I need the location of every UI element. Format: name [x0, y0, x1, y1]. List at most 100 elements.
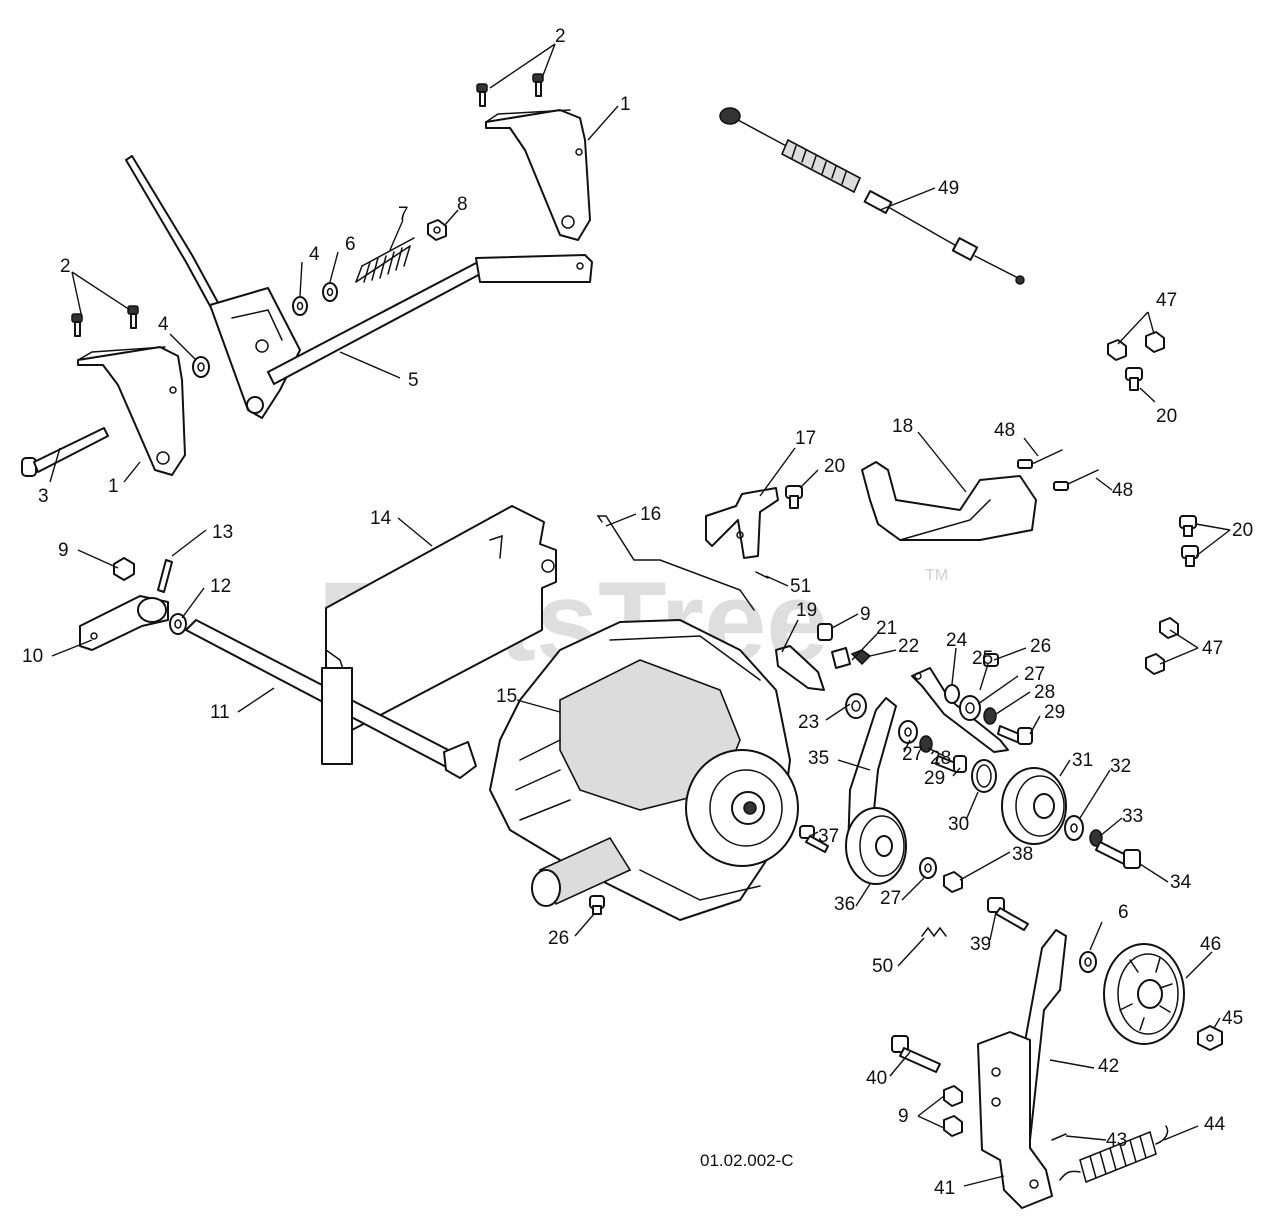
part-washer-6a[interactable]	[322, 282, 338, 302]
part-spring-44[interactable]	[1059, 1125, 1169, 1183]
callout-1[interactable]: 1	[108, 476, 119, 497]
callout-37[interactable]: 37	[818, 826, 839, 847]
callout-10[interactable]: 10	[22, 646, 43, 667]
callout-21[interactable]: 21	[876, 618, 897, 639]
callout-29[interactable]: 29	[1044, 702, 1065, 723]
part-nuts-47-top[interactable]	[1107, 331, 1165, 361]
callout-12[interactable]: 12	[210, 576, 231, 597]
part-bracket-19[interactable]	[775, 645, 825, 691]
part-bolts-20-right[interactable]	[1179, 515, 1199, 567]
part-bracket-lower[interactable]	[77, 346, 186, 476]
callout-20[interactable]: 20	[1156, 406, 1177, 427]
part-clip-50[interactable]	[921, 926, 947, 938]
part-pulley-36[interactable]	[845, 807, 907, 885]
part-washer-27c[interactable]	[919, 857, 937, 879]
callout-42[interactable]: 42	[1098, 1056, 1119, 1077]
callout-36[interactable]: 36	[834, 894, 855, 915]
part-bolt-39[interactable]	[987, 897, 1029, 931]
part-screws-lower[interactable]	[71, 305, 139, 337]
callout-45[interactable]: 45	[1222, 1008, 1243, 1029]
part-nut-45[interactable]	[1197, 1025, 1223, 1051]
callout-13[interactable]: 13	[212, 522, 233, 543]
callout-33[interactable]: 33	[1122, 806, 1143, 827]
part-washer-32[interactable]	[1064, 815, 1084, 841]
callout-28[interactable]: 28	[930, 748, 951, 769]
part-washer-4b[interactable]	[192, 356, 210, 378]
callout-9[interactable]: 9	[860, 604, 871, 625]
callout-30[interactable]: 30	[948, 814, 969, 835]
part-rod-5[interactable]	[267, 254, 593, 385]
part-spring-7[interactable]	[355, 237, 415, 283]
callout-35[interactable]: 35	[808, 748, 829, 769]
callout-16[interactable]: 16	[640, 504, 661, 525]
callout-18[interactable]: 18	[892, 416, 913, 437]
callout-34[interactable]: 34	[1170, 872, 1192, 893]
callout-6[interactable]: 6	[1118, 902, 1129, 923]
part-washer-4a[interactable]	[292, 296, 308, 316]
callout-20[interactable]: 20	[824, 456, 845, 477]
callout-3[interactable]: 3	[38, 486, 49, 507]
callout-41[interactable]: 41	[934, 1178, 955, 1199]
part-nut-8[interactable]	[427, 219, 447, 241]
callout-2[interactable]: 2	[60, 256, 71, 277]
part-bolt-20-top[interactable]	[1125, 367, 1143, 391]
callout-39[interactable]: 39	[970, 934, 991, 955]
callout-51[interactable]: 51	[790, 576, 811, 597]
part-bolt-40[interactable]	[891, 1035, 941, 1073]
callout-5[interactable]: 5	[408, 370, 419, 391]
part-bolt-9-mid[interactable]	[817, 623, 833, 641]
callout-14[interactable]: 14	[370, 508, 392, 529]
part-nut-38[interactable]	[943, 871, 963, 893]
callout-25[interactable]: 25	[972, 648, 993, 669]
part-cable-49[interactable]	[719, 107, 1025, 285]
part-pin-13[interactable]	[157, 559, 173, 593]
part-washer-27b[interactable]	[898, 720, 918, 744]
callout-29[interactable]: 29	[924, 768, 945, 789]
callout-47[interactable]: 47	[1156, 290, 1177, 311]
part-nut-28a[interactable]	[983, 707, 997, 725]
part-bolt-3[interactable]	[21, 427, 109, 477]
callout-43[interactable]: 43	[1106, 1130, 1127, 1151]
callout-48[interactable]: 48	[994, 420, 1015, 441]
part-screws-upper[interactable]	[476, 73, 544, 107]
part-bracket-41[interactable]	[977, 1031, 1053, 1209]
part-pin-43[interactable]	[1051, 1133, 1067, 1141]
callout-24[interactable]: 24	[946, 630, 968, 651]
part-rod-16[interactable]	[596, 515, 755, 611]
part-lever-handle[interactable]	[125, 155, 301, 419]
callout-4[interactable]: 4	[158, 314, 169, 335]
part-bracket-17[interactable]	[705, 487, 779, 559]
callout-7[interactable]: 7	[398, 204, 409, 225]
callout-32[interactable]: 32	[1110, 756, 1131, 777]
callout-38[interactable]: 38	[1012, 844, 1033, 865]
callout-15[interactable]: 15	[496, 686, 517, 707]
callout-17[interactable]: 17	[795, 428, 816, 449]
part-washer-23[interactable]	[845, 693, 867, 719]
part-pulley-31[interactable]	[1001, 767, 1067, 845]
callout-11[interactable]: 11	[210, 702, 230, 723]
callout-46[interactable]: 46	[1200, 934, 1221, 955]
callout-4[interactable]: 4	[309, 244, 320, 265]
callout-27[interactable]: 27	[902, 744, 923, 765]
callout-6[interactable]: 6	[345, 234, 356, 255]
part-pulley-46[interactable]	[1103, 943, 1185, 1045]
callout-48[interactable]: 48	[1112, 480, 1133, 501]
callout-31[interactable]: 31	[1072, 750, 1093, 771]
part-ring-30[interactable]	[971, 759, 997, 793]
callout-19[interactable]: 19	[796, 600, 817, 621]
part-washer-27a[interactable]	[959, 695, 981, 721]
callout-9[interactable]: 9	[898, 1106, 909, 1127]
part-bolt-34[interactable]	[1095, 841, 1141, 869]
part-bolt-26-lower[interactable]	[589, 895, 605, 915]
part-clip-51[interactable]	[755, 571, 769, 579]
part-arm-10[interactable]	[79, 595, 169, 651]
callout-26[interactable]: 26	[1030, 636, 1051, 657]
part-pin-48b[interactable]	[1053, 469, 1099, 491]
callout-40[interactable]: 40	[866, 1068, 887, 1089]
part-transmission-15[interactable]	[489, 619, 799, 921]
callout-50[interactable]: 50	[872, 956, 893, 977]
callout-9[interactable]: 9	[58, 540, 69, 561]
part-shaft-11[interactable]	[185, 619, 477, 779]
part-bolt-26-top[interactable]	[983, 653, 999, 667]
callout-28[interactable]: 28	[1034, 682, 1055, 703]
